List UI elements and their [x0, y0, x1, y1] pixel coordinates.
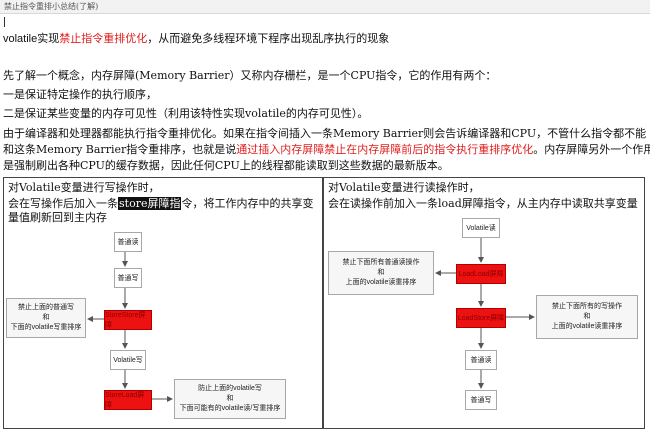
read-note-right-line-1: 禁止下面所有的写操作 — [552, 303, 622, 310]
write-step-volatile-write: Volatile写 — [110, 350, 146, 370]
paragraph-line-1: 由于编译器和处理器都能执行指令重排优化。如果在指令间插入一条Memory Bar… — [3, 127, 647, 140]
read-note-left: 禁止下面所有普通读操作 和 上面的volatile读重排序 — [328, 251, 434, 295]
paragraph-line-2: 和这条Memory Barrier指令重排序，也就是说通过插入内存屏障禁止在内存… — [3, 143, 650, 157]
read-note-left-line-2: 和 — [377, 269, 385, 276]
read-note-left-line-1: 禁止下面所有普通读操作 — [342, 259, 420, 266]
document-title: 禁止指令重排小总结(了解) — [4, 2, 99, 11]
store-barrier-highlight: store屏障指 — [118, 197, 182, 210]
write-note-top-line-1: 禁止上面的普通写 — [18, 304, 74, 311]
write-step-normal-write: 普通写 — [114, 268, 142, 288]
write-panel-desc-1: 会在写操作后加入一条store屏障指令，将工作内存中的共享变 — [8, 197, 313, 211]
write-note-top-line-2: 和 — [42, 314, 50, 321]
read-panel: 对Volatile变量进行读操作时， 会在读操作前加入一条load屏障指令，从主… — [323, 177, 645, 429]
read-note-right-line-2: 和 — [583, 313, 591, 320]
write-desc-prefix: 会在写操作后加入一条 — [8, 197, 118, 210]
paragraph-line-2-prefix: 和这条Memory Barrier指令重排序，也就是说 — [3, 143, 237, 156]
intro-line-4: 二是保证某些变量的内存可见性（利用该特性实现volatile的内存可见性）。 — [3, 107, 369, 120]
write-desc-suffix: 令，将工作内存中的共享变 — [181, 197, 314, 210]
write-step-normal-read: 普通读 — [114, 232, 142, 252]
write-panel: 对Volatile变量进行写操作时， 会在写操作后加入一条store屏障指令，将… — [3, 177, 323, 429]
document-title-bar: 禁止指令重排小总结(了解) — [0, 0, 650, 14]
write-note-bottom: 防止上面的volatile写 和 下面可能有的volatile读/写重排序 — [174, 379, 286, 419]
read-note-left-line-3: 上面的volatile读重排序 — [345, 279, 417, 286]
write-panel-title: 对Volatile变量进行写操作时， — [8, 181, 160, 194]
read-panel-desc: 会在读操作前加入一条load屏障指令，从主内存中读取共享变量 — [328, 197, 638, 210]
loadstore-barrier: LoadStore屏障 — [456, 308, 506, 328]
intro-line-3: 一是保证特定操作的执行顺序， — [3, 88, 157, 101]
write-note-top: 禁止上面的普通写 和 下面的volatile写重排序 — [6, 298, 86, 338]
write-note-bottom-line-2: 和 — [226, 395, 234, 402]
write-panel-desc-2: 量值刷新回到主内存 — [8, 211, 107, 224]
text-cursor — [4, 17, 5, 27]
read-step-normal-write: 普通写 — [465, 390, 497, 410]
read-flow-arrows — [435, 238, 535, 389]
intro-line-2: 先了解一个概念，内存屏障(Memory Barrier）又称内存栅栏，是一个CP… — [3, 69, 497, 82]
read-note-right: 禁止下面所有的写操作 和 上面的volatile读重排序 — [536, 295, 638, 339]
read-note-right-line-3: 上面的volatile读重排序 — [551, 323, 623, 330]
intro-line-1: volatile实现禁止指令重排优化，从而避免多线程环境下程序出现乱序执行的现象 — [3, 32, 389, 46]
intro-line-1-prefix: volatile实现 — [3, 33, 60, 45]
read-step-volatile-read: Volatile读 — [462, 218, 500, 238]
storeload-barrier: StoreLoad屏障 — [104, 390, 152, 410]
write-note-top-line-3: 下面的volatile写重排序 — [10, 324, 82, 331]
read-panel-title: 对Volatile变量进行读操作时， — [328, 181, 480, 194]
intro-line-1-suffix: ，从而避免多线程环境下程序出现乱序执行的现象 — [147, 32, 390, 45]
loadload-barrier: LoadLoad屏障 — [456, 264, 506, 284]
intro-line-1-red: 禁止指令重排优化 — [59, 32, 148, 45]
write-flow-arrows — [87, 252, 173, 402]
paragraph-line-3: 是强制刷出各种CPU的缓存数据，因此任何CPU上的线程都能读取到这些数据的最新版… — [3, 159, 449, 172]
read-step-normal-read: 普通读 — [465, 350, 497, 370]
paragraph-line-2-suffix: 。内存屏障另外一个作用 — [533, 143, 650, 156]
paragraph-line-2-red: 通过插入内存屏障禁止在内存屏障前后的指令执行重排序优化 — [236, 143, 534, 156]
write-note-bottom-line-1: 防止上面的volatile写 — [198, 385, 262, 392]
storestore-barrier: StoreStore屏障 — [104, 310, 152, 330]
write-note-bottom-line-3: 下面可能有的volatile读/写重排序 — [179, 405, 281, 412]
